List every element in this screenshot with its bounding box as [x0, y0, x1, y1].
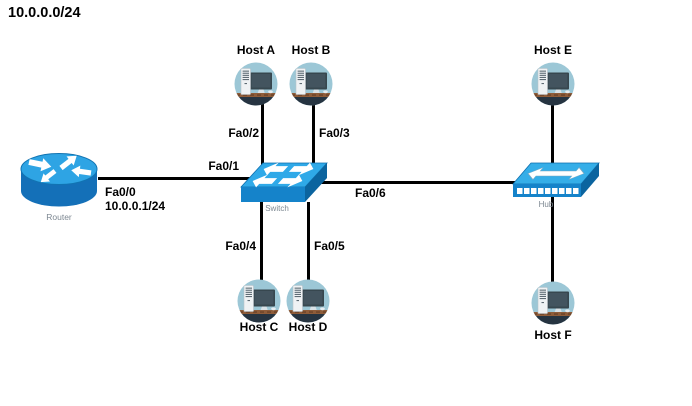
port-label-fa0-0: Fa0/0 [105, 185, 136, 199]
host-c-label: Host C [239, 320, 279, 334]
host-b-label: Host B [291, 43, 331, 57]
host-a-device[interactable] [234, 62, 278, 111]
router-label: Router [46, 212, 72, 222]
host-d-icon [286, 279, 330, 323]
hub-label: Hub [538, 200, 554, 209]
cable-switch-hub [320, 181, 542, 184]
cable-router-switch [98, 177, 282, 180]
port-label-fa0-2: Fa0/2 [228, 126, 259, 140]
port-label-fa0-3: Fa0/3 [319, 126, 350, 140]
host-e-icon [531, 62, 575, 106]
port-label-fa0-5: Fa0/5 [314, 239, 345, 253]
router-port-info: Fa0/0 10.0.0.1/24 [105, 185, 166, 213]
host-c-icon [237, 279, 281, 323]
host-f-icon [531, 281, 575, 325]
cable-hosta-switch [261, 101, 264, 167]
host-a-icon [234, 62, 278, 106]
cable-hostb-switch [312, 101, 315, 171]
cable-hostf-hub [551, 196, 554, 284]
port-label-fa0-6: Fa0/6 [355, 186, 386, 200]
cable-hostc-switch [260, 200, 263, 281]
router-ip-label: 10.0.0.1/24 [105, 198, 166, 213]
host-a-label: Host A [236, 43, 276, 57]
switch-label: Switch [265, 204, 289, 213]
cable-hostd-switch [307, 202, 310, 281]
host-d-device[interactable] [286, 279, 330, 328]
host-f-label: Host F [534, 328, 572, 342]
host-e-label: Host E [533, 43, 572, 57]
switch-icon [240, 162, 328, 202]
host-d-label: Host D [288, 320, 328, 334]
host-c-device[interactable] [237, 279, 281, 328]
hub-icon [512, 162, 600, 197]
router-icon [20, 151, 98, 207]
router-device[interactable] [17, 149, 101, 218]
host-b-icon [289, 62, 333, 106]
switch-device[interactable] [237, 157, 333, 210]
hub-device[interactable] [511, 158, 601, 207]
network-address-label: 10.0.0.0/24 [8, 5, 81, 21]
host-f-device[interactable] [531, 281, 575, 330]
host-e-device[interactable] [531, 62, 575, 111]
port-label-fa0-1: Fa0/1 [208, 159, 239, 173]
host-b-device[interactable] [289, 62, 333, 111]
cable-hoste-hub [551, 101, 554, 167]
port-label-fa0-4: Fa0/4 [225, 239, 256, 253]
